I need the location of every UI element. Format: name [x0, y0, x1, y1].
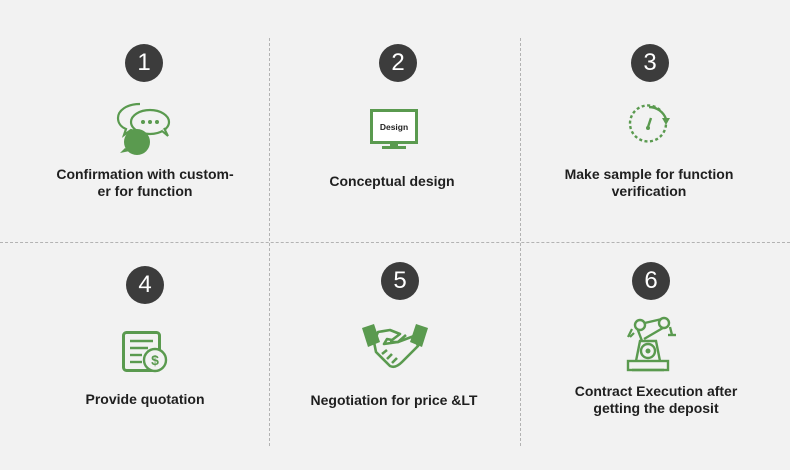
handshake-icon [362, 324, 428, 369]
monitor-design-text: Design [380, 122, 408, 132]
step-1-label: Confirmation with custom-er for function [56, 166, 234, 199]
step-5-label: Negotiation for price &LT [310, 392, 478, 408]
timer-icon [628, 104, 670, 143]
step-4-number: 4 [126, 266, 164, 304]
monitor-icon: Design [370, 109, 418, 149]
step-2-label: Conceptual design [329, 173, 455, 189]
chat-bubbles-icon [116, 102, 171, 155]
step-4-label: Provide quotation [85, 391, 205, 407]
step-2-number: 2 [379, 44, 417, 82]
step-5-number: 5 [381, 262, 419, 300]
step-1-number: 1 [125, 44, 163, 82]
divider-horizontal [0, 242, 790, 243]
step-3-number: 3 [631, 44, 669, 82]
robot-arm-icon [626, 316, 676, 372]
quotation-icon: $ [122, 331, 168, 373]
svg-text:$: $ [151, 352, 159, 368]
step-6-number: 6 [632, 262, 670, 300]
